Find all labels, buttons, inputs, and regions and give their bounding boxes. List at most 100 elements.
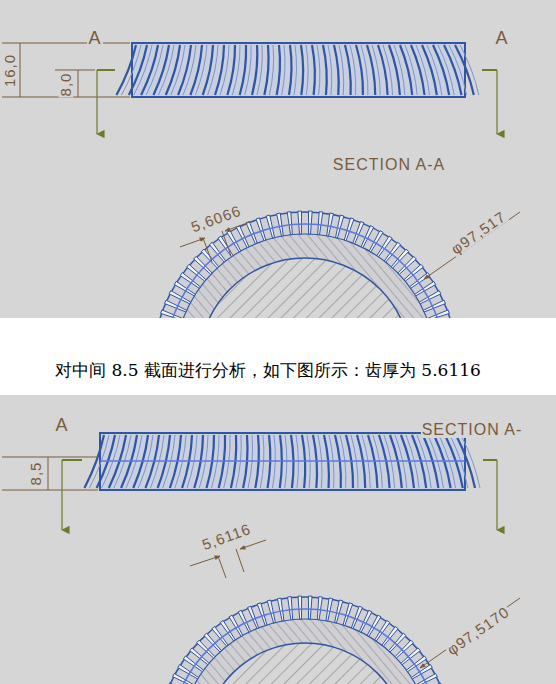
tooth-stroke (289, 45, 292, 95)
dimension-line (2, 43, 130, 44)
tooth-stroke (153, 45, 169, 95)
tooth-slot (336, 215, 344, 238)
tooth-stroke (411, 45, 425, 95)
hub-circle (199, 258, 411, 318)
tooth-slot (309, 211, 313, 234)
tooth-slot (327, 213, 334, 236)
tooth-stroke (356, 45, 363, 95)
dimension-line (203, 238, 212, 262)
section-arrow (96, 70, 97, 134)
pitch-circle (165, 224, 445, 318)
tooth-stroke (166, 45, 180, 95)
tooth-stroke (405, 45, 417, 95)
dimension-line (236, 549, 244, 572)
gear-ring-side-view (100, 433, 465, 490)
section-arrow (62, 459, 82, 461)
tooth-stroke (257, 45, 262, 95)
dimension-line (190, 556, 220, 566)
dimension-line (2, 457, 98, 458)
tooth-stroke (372, 45, 380, 95)
dimension-line (180, 238, 205, 247)
tooth-stroke (203, 45, 213, 95)
tooth-slot (267, 600, 275, 623)
tooth-stroke (427, 45, 442, 95)
gear-section (156, 596, 454, 684)
tooth-stroke (460, 45, 479, 95)
dimension-line (55, 70, 95, 71)
tooth-stroke (350, 45, 356, 95)
section-arrow (97, 69, 115, 71)
tooth-stroke (416, 45, 430, 95)
tooth-slot (277, 213, 284, 236)
tooth-stroke (345, 45, 351, 95)
tooth-stroke (389, 45, 400, 95)
tooth-stroke (328, 45, 332, 95)
tooth-slot (266, 215, 274, 238)
hub-circle (203, 643, 407, 684)
dimension-text: 16,0 (3, 52, 18, 87)
tooth-stroke (227, 45, 235, 95)
tooth-slot (427, 310, 450, 318)
section-title: SECTION A- (421, 422, 524, 438)
tooth-slot (298, 596, 302, 619)
tooth-slot (335, 600, 343, 623)
tooth-stroke (334, 45, 339, 95)
section-arrow (482, 69, 497, 71)
leader-line (420, 598, 520, 668)
tooth-slot (308, 596, 312, 619)
helical-teeth (84, 435, 480, 488)
tooth-slot (318, 212, 323, 235)
section-letter: A (54, 416, 69, 434)
tooth-stroke (306, 45, 308, 95)
section-plane-line (100, 460, 465, 462)
tooth-stroke (220, 45, 229, 95)
dimension-text: 8,5 (28, 460, 43, 486)
hub-hatch (203, 643, 407, 684)
tooth-stroke (294, 45, 297, 95)
section-arrow (483, 459, 497, 461)
ring-section (179, 619, 431, 684)
section-arrow (496, 70, 497, 134)
tooth-stroke (171, 45, 185, 95)
dimension-line (222, 231, 231, 256)
tooth-slot (298, 211, 302, 234)
dimension-line (240, 540, 266, 549)
tooth-stroke (240, 45, 246, 95)
tooth-stroke (269, 45, 273, 95)
tooth-slot (420, 683, 442, 684)
tooth-stroke (232, 45, 240, 95)
tooth-slot (317, 597, 322, 620)
tooth-stroke (317, 45, 320, 95)
section-letter: A (87, 29, 102, 47)
dimension-line (20, 43, 21, 97)
tooth-slot (326, 598, 333, 621)
tooth-stroke (361, 45, 368, 95)
body-text: 对中间 8.5 截面进行分析，如下图所示：齿厚为 5.6116 (54, 362, 482, 379)
helical-teeth (116, 45, 478, 95)
section-title: SECTION A-A (332, 157, 446, 173)
tooth-stroke (190, 45, 202, 95)
dimension-line (78, 70, 79, 97)
tooth-stroke (146, 45, 163, 95)
tooth-stroke (301, 45, 303, 95)
ring-section (175, 234, 435, 318)
hub-hatch (199, 258, 411, 318)
dimension-line (48, 457, 49, 490)
tooth-stroke (438, 45, 454, 95)
tooth-slot (288, 597, 293, 620)
tooth-stroke (252, 45, 257, 95)
dimension-line (218, 556, 226, 578)
tooth-slot (161, 310, 184, 318)
tooth-stroke (422, 45, 437, 95)
tooth-slot (277, 598, 284, 621)
section-arrow (496, 460, 497, 530)
tooth-stroke (312, 45, 315, 95)
dimension-line (2, 490, 98, 491)
tooth-stroke (339, 45, 344, 95)
tooth-stroke (158, 45, 174, 95)
tooth-stroke (264, 45, 268, 95)
tooth-stroke (178, 45, 191, 95)
dimension-text: 8,0 (58, 71, 73, 97)
tooth-stroke (400, 45, 412, 95)
dimension-line (225, 222, 250, 231)
